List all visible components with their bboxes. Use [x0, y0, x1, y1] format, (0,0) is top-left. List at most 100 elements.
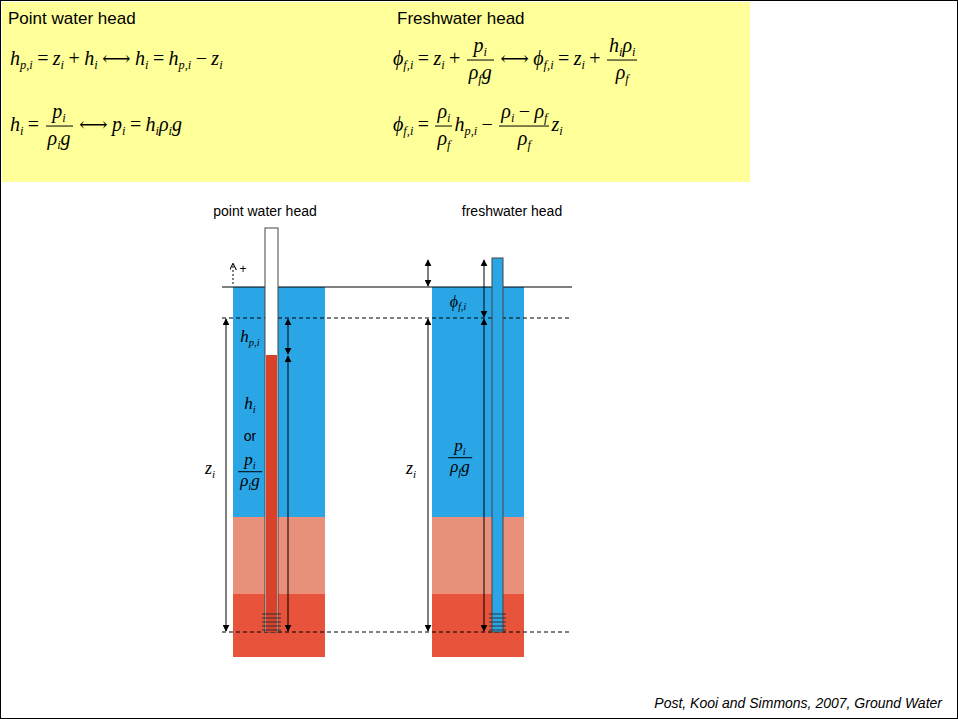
dimension-arrow [484, 319, 485, 631]
screen-slot [489, 618, 506, 619]
operator: ⟷ [500, 47, 529, 69]
saline-layer [432, 594, 524, 657]
saline-water-column [266, 355, 277, 632]
symbol: ρ [240, 472, 248, 491]
operator: ⟷ [102, 47, 131, 69]
formula: hi=piρig⟷pi=hiρig [10, 100, 182, 153]
symbol: ρ [518, 127, 528, 149]
numerator: pi [238, 451, 262, 471]
symbol: g [251, 472, 260, 491]
symbol: ρ [501, 100, 511, 122]
symbol: h [169, 47, 179, 69]
operator: ⟷ [79, 113, 108, 135]
symbol: ρ [469, 61, 479, 83]
positive-direction-arrow [233, 264, 234, 284]
symbol: z [205, 458, 212, 478]
screen-slot [489, 622, 506, 623]
symbol: z [574, 47, 582, 69]
symbol: ρ [159, 113, 169, 135]
dimension-arrow [288, 319, 289, 354]
operator: + [589, 47, 600, 69]
subscript: i [248, 481, 251, 492]
symbol: z [53, 47, 61, 69]
diagram-label: point water head [213, 204, 317, 219]
subscript: f [458, 467, 461, 478]
symbol: h [454, 113, 464, 135]
symbol: z [551, 113, 559, 135]
denominator: ρfg [467, 60, 494, 87]
operator: − [196, 47, 207, 69]
numerator: ρi−ρf [499, 100, 549, 126]
subscript: i [581, 58, 584, 72]
screen-slot [262, 622, 281, 623]
subscript: i [145, 58, 148, 72]
symbol: ρ [450, 458, 458, 477]
subscript: p,i [20, 58, 33, 72]
symbol: g [461, 458, 470, 477]
well-screen [262, 614, 506, 630]
symbol: z [433, 47, 441, 69]
formula: ϕf,i=zi+piρfg⟷ϕf,i=zi+hiρiρf [393, 34, 639, 87]
dimension-arrow [226, 319, 227, 631]
symbol: h [609, 34, 619, 56]
symbol: ϕ [393, 113, 403, 135]
text-label: freshwater head [462, 203, 562, 219]
subscript: i [62, 111, 65, 125]
diagram-label: or [244, 429, 256, 444]
subscript: i [169, 124, 172, 138]
subscript: i [511, 111, 514, 125]
formula: piρfg [446, 437, 474, 479]
operator: − [482, 113, 493, 135]
symbol: p [454, 436, 463, 455]
subscript: i [61, 58, 64, 72]
symbol: ϕ [450, 293, 458, 310]
formula-panel: Point water headFreshwater head [2, 2, 750, 182]
symbol: g [482, 61, 492, 83]
subscript: i [57, 138, 60, 152]
denominator: ρfg [448, 458, 472, 479]
symbol: h [146, 113, 156, 135]
screen-slot [489, 614, 506, 615]
dimension-arrow [484, 260, 485, 317]
symbol: ρ [616, 61, 626, 83]
dimension-arrows [226, 260, 484, 631]
operator: = [558, 47, 569, 69]
symbol: h [135, 47, 145, 69]
formula: hp,i=zi+hi⟷hi=hp,i−zi [10, 47, 223, 73]
subscript: i [122, 124, 125, 138]
formula: piρig [236, 451, 264, 493]
dimension-arrow [428, 319, 429, 631]
numerator: pi [448, 437, 472, 457]
subscript: f,i [403, 58, 413, 72]
subscript: f,i [403, 124, 413, 138]
formula: zi [406, 459, 416, 480]
operator: = [130, 113, 141, 135]
formula: zi [205, 459, 215, 480]
subscript: i [632, 45, 635, 59]
subscript: p,i [249, 337, 260, 348]
diagram-label: freshwater head [462, 204, 562, 219]
subscript: i [94, 58, 97, 72]
screen-slot [262, 626, 281, 627]
symbol: ρ [437, 100, 447, 122]
fraction: piρig [46, 100, 73, 153]
subscript: i [219, 58, 222, 72]
denominator: ρf [607, 60, 638, 87]
symbol: h [240, 327, 249, 346]
operator: = [418, 47, 429, 69]
dimension-arrow [428, 260, 429, 286]
screen-slot [489, 626, 506, 627]
operator: − [519, 100, 530, 122]
symbol: h [84, 47, 94, 69]
fraction: ρiρf [435, 100, 452, 153]
subscript: f,i [458, 301, 466, 312]
symbol: h [244, 394, 253, 413]
operator: + [449, 47, 460, 69]
symbol: ϕ [393, 47, 403, 69]
symbol: z [406, 458, 413, 478]
subscript: i [619, 45, 622, 59]
subscript: f [478, 72, 481, 86]
symbol: p [112, 113, 122, 135]
screen-slot [262, 630, 281, 631]
